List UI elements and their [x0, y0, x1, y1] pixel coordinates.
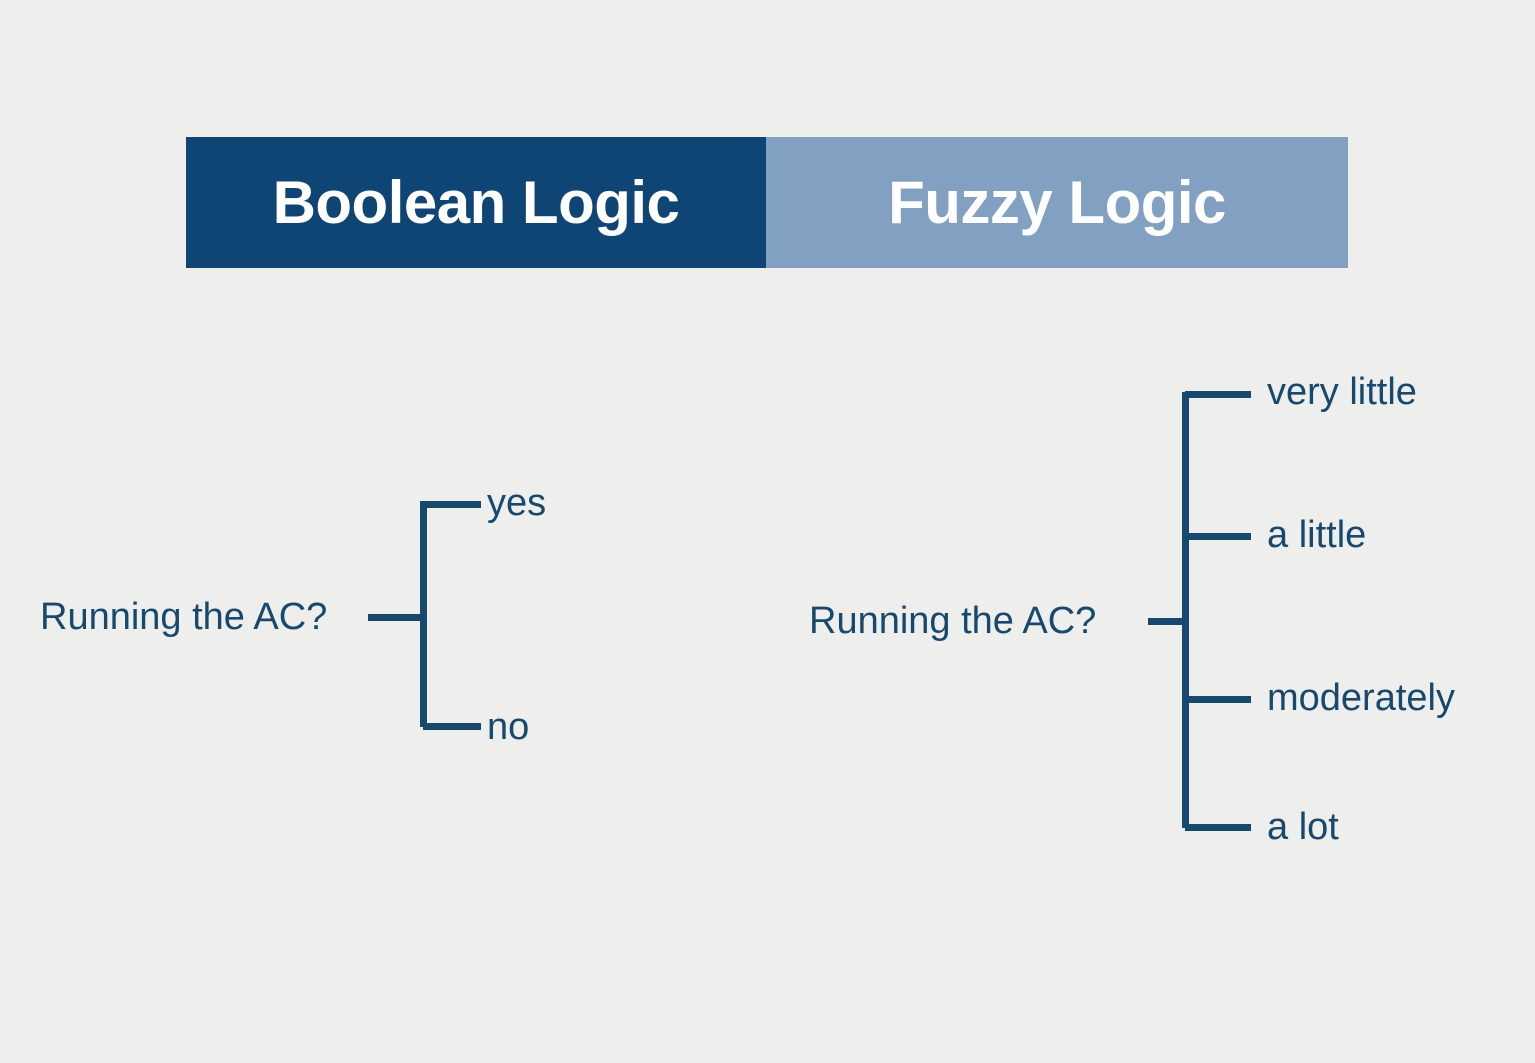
header-cell-boolean-logic: Boolean Logic: [186, 137, 766, 268]
header-cell-fuzzy-logic: Fuzzy Logic: [766, 137, 1348, 268]
fuzzy-branch-label-a-little: a little: [1267, 514, 1367, 556]
fuzzy-tree-question: Running the AC?: [809, 600, 1097, 642]
fuzzy-tree-bracket: [1148, 391, 1251, 831]
fuzzy-branch-label-a-lot: a lot: [1267, 806, 1339, 848]
header-label-fuzzy-logic: Fuzzy Logic: [888, 168, 1226, 236]
boolean-branch-label-no: no: [487, 706, 530, 748]
header-label-boolean-logic: Boolean Logic: [272, 168, 680, 236]
boolean-branch-label-yes: yes: [487, 482, 547, 524]
boolean-tree-question: Running the AC?: [40, 596, 328, 638]
fuzzy-branch-label-moderately: moderately: [1267, 677, 1455, 719]
fuzzy-branch-label-very-little: very little: [1267, 371, 1417, 413]
boolean-tree-bracket: [368, 501, 481, 730]
comparison-header-band: Boolean Logic Fuzzy Logic: [186, 137, 1348, 268]
